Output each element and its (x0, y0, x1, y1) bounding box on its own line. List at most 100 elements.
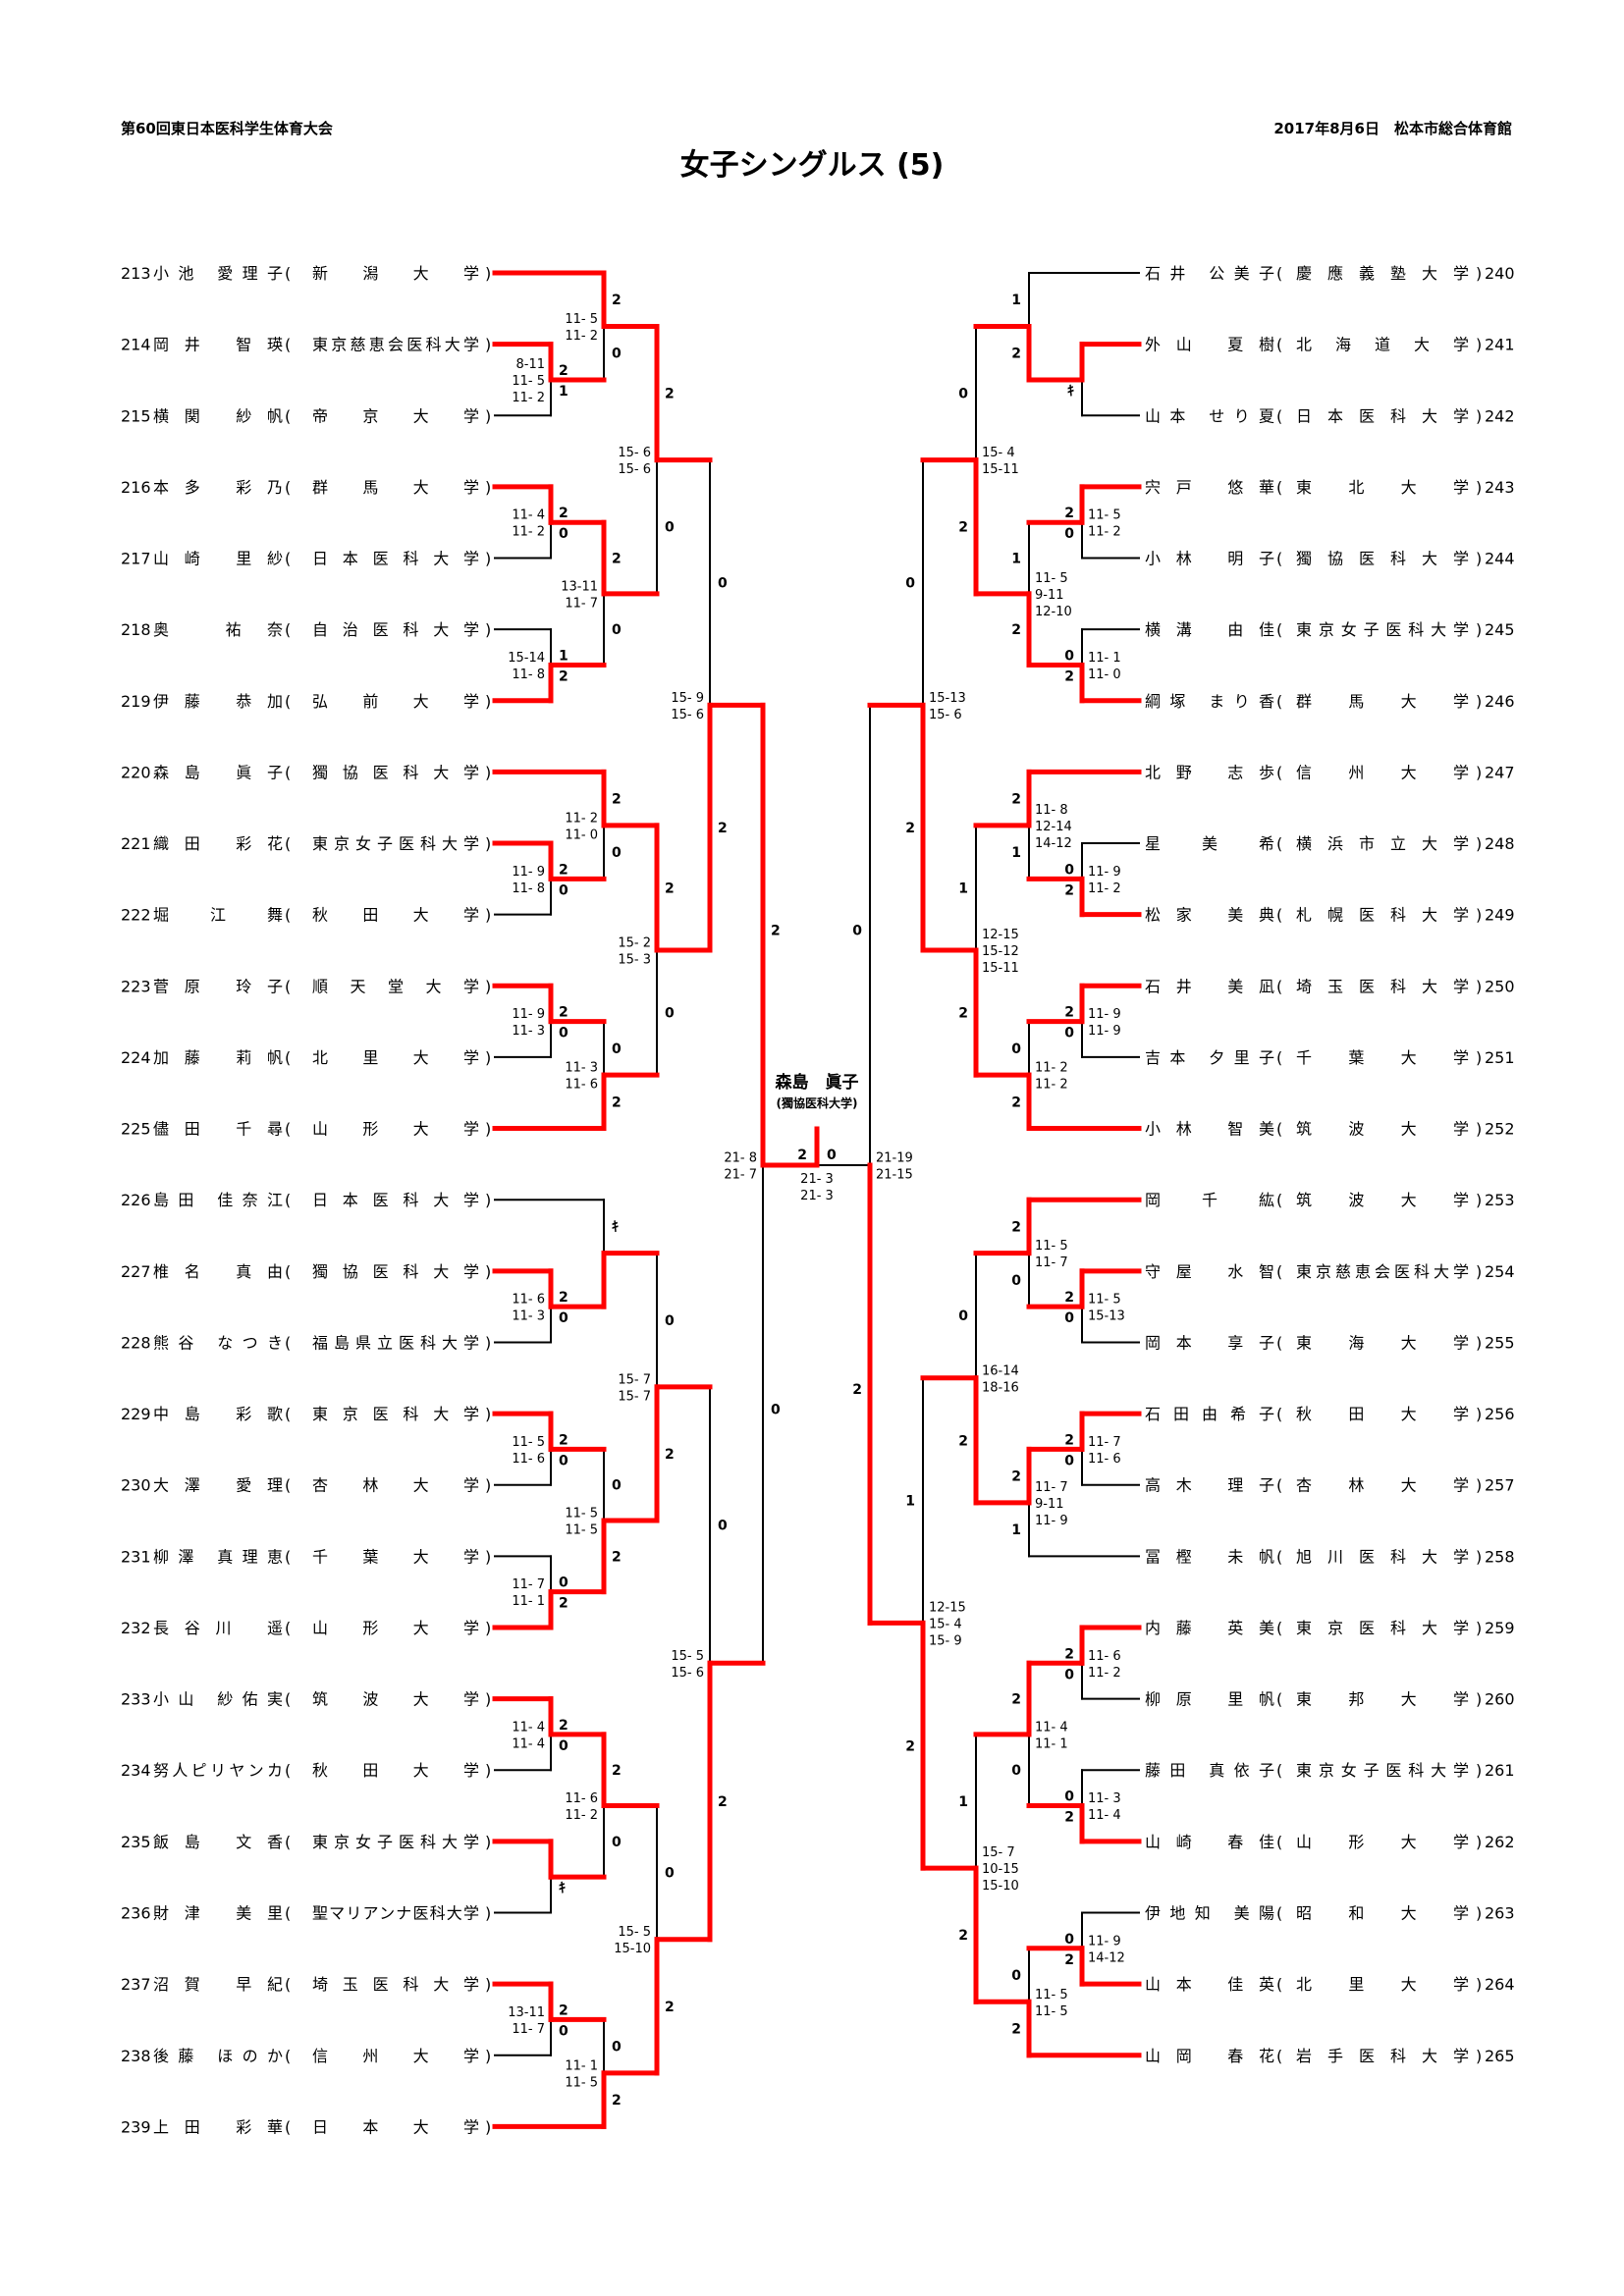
player-school: 埼玉医科大学 (1296, 977, 1469, 995)
game-score: 11- 9 (1088, 865, 1121, 880)
player-name: 柳澤 真理恵 (153, 1547, 283, 1566)
set-count: ｷ (1067, 384, 1074, 400)
paren-open: ( (1276, 1333, 1282, 1352)
game-score: 11- 4 (1035, 1720, 1068, 1735)
player-number: 263 (1485, 1903, 1515, 1922)
set-count: 2 (559, 1596, 568, 1612)
set-count: 0 (559, 2023, 568, 2039)
player-name: 椎名 真由 (153, 1262, 283, 1281)
set-count: 0 (1064, 526, 1074, 542)
paren-close: ) (485, 1690, 491, 1709)
player-row: 冨樫 未帆(旭川医科大学)258 (1145, 1547, 1515, 1566)
player-name: 山崎 里紗 (153, 550, 283, 568)
player-number: 260 (1485, 1690, 1515, 1709)
player-school: 順天堂大学 (312, 977, 479, 995)
game-score: 11- 7 (565, 596, 598, 611)
player-school: 帝京大学 (312, 406, 479, 425)
player-name: 小林 明子 (1145, 550, 1274, 568)
paren-open: ( (285, 1191, 291, 1209)
paren-open: ( (285, 2117, 291, 2136)
player-row: 外山 夏樹(北海道大学)241 (1145, 336, 1515, 354)
player-school: 横浜市立大学 (1296, 834, 1469, 853)
paren-open: ( (285, 977, 291, 995)
player-number: 246 (1485, 692, 1515, 711)
paren-open: ( (1276, 1761, 1282, 1780)
paren-close: ) (1476, 834, 1482, 853)
player-name: 儘田 千尋 (153, 1120, 283, 1139)
game-score: 11- 4 (512, 1736, 545, 1751)
paren-open: ( (285, 1048, 291, 1067)
player-school: 昭和大学 (1296, 1903, 1469, 1922)
player-school: 北里大学 (312, 1048, 479, 1067)
set-count: 1 (905, 1494, 915, 1510)
paren-close: ) (1476, 692, 1482, 711)
player-number: 262 (1485, 1833, 1515, 1851)
final-set-count: 2 (797, 1148, 807, 1163)
paren-open: ( (1276, 1690, 1282, 1709)
game-score: 9-11 (1035, 1497, 1064, 1512)
paren-close: ) (1476, 620, 1482, 639)
player-school: 山形大学 (312, 1120, 479, 1139)
set-count: 2 (1011, 1692, 1021, 1708)
paren-open: ( (285, 1833, 291, 1851)
player-number: 225 (121, 1120, 151, 1139)
player-number: 234 (121, 1761, 151, 1780)
set-count: 2 (1011, 1469, 1021, 1485)
player-number: 259 (1485, 1619, 1515, 1637)
game-score: 11- 3 (512, 1024, 545, 1039)
game-score: 15- 7 (618, 1389, 651, 1404)
set-count: 2 (852, 1382, 862, 1398)
winner-path-lines (492, 270, 1142, 2129)
game-score: 11- 5 (1035, 1239, 1068, 1254)
paren-open: ( (285, 478, 291, 497)
player-name: 石井 公美子 (1145, 264, 1274, 283)
set-count: 2 (559, 363, 568, 379)
set-count: 0 (559, 1575, 568, 1591)
player-name: 岡井 智瑛 (153, 336, 283, 354)
player-number: 241 (1485, 336, 1515, 354)
paren-open: ( (1276, 478, 1282, 497)
set-count: 0 (1064, 1026, 1074, 1041)
paren-close: ) (1476, 1120, 1482, 1139)
game-score: 15-14 (508, 651, 545, 666)
set-count: 0 (559, 1453, 568, 1468)
player-school: 慶應義塾大学 (1296, 264, 1469, 283)
game-score: 11- 6 (512, 1452, 545, 1467)
game-score: 15- 7 (982, 1845, 1015, 1860)
game-score: 13-11 (508, 2005, 545, 2020)
player-number: 243 (1485, 478, 1515, 497)
player-row: 石井 公美子(慶應義塾大学)240 (1145, 264, 1515, 283)
player-number: 232 (121, 1619, 151, 1637)
player-school: 東京慈恵会医科大学 (1296, 1262, 1469, 1281)
paren-open: ( (285, 1761, 291, 1780)
set-count: 0 (612, 1478, 622, 1494)
game-score: 15-10 (614, 1942, 651, 1956)
game-score: 15-13 (929, 691, 966, 706)
set-count: 1 (1011, 1522, 1021, 1538)
game-score: 15- 9 (929, 1633, 962, 1648)
paren-open: ( (285, 1547, 291, 1566)
player-row: 小林 明子(獨協医科大学)244 (1145, 550, 1515, 568)
player-number: 238 (121, 2047, 151, 2065)
game-score: 21- 8 (724, 1151, 757, 1166)
player-name: 菅原 玲子 (153, 977, 283, 995)
player-number: 261 (1485, 1761, 1515, 1780)
set-count: 0 (1011, 1041, 1021, 1057)
player-name: 努人ピリヤンカ (153, 1761, 283, 1780)
player-number: 240 (1485, 264, 1515, 283)
paren-open: ( (1276, 336, 1282, 354)
player-name: 大澤 愛理 (153, 1476, 283, 1495)
set-count: 2 (612, 1095, 622, 1110)
final-game-score: 21- 3 (800, 1189, 834, 1203)
paren-open: ( (1276, 406, 1282, 425)
paren-close: ) (485, 1975, 491, 1994)
player-school: 東京医科大学 (1296, 1619, 1469, 1637)
game-score: 11- 2 (565, 329, 598, 344)
paren-close: ) (485, 1333, 491, 1352)
